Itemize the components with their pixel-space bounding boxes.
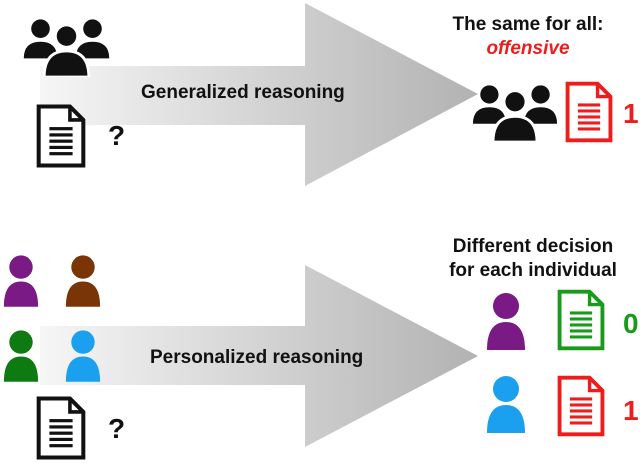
question-mark: ? (108, 413, 126, 444)
heading-line: for each individual (449, 260, 617, 281)
generalized-reasoning-arrow (40, 3, 478, 186)
output-label-purple: 0 (623, 308, 639, 339)
document-icon (39, 399, 84, 458)
personalized-reasoning-label: Personalized reasoning (150, 347, 364, 368)
person-green-icon (3, 330, 39, 382)
heading-line: The same for all: (452, 14, 604, 35)
person-blue-output-icon (487, 376, 525, 433)
offensive-document-icon (565, 81, 613, 143)
person-brown-icon (65, 255, 101, 307)
offensive-document-icon (557, 375, 605, 437)
heading-line: Different decision (452, 236, 614, 257)
offensive-label: offensive (486, 38, 570, 59)
personalized-reasoning-arrow (40, 265, 478, 447)
output-label-top: 1 (623, 98, 639, 129)
person-purple-output-icon (487, 293, 525, 350)
people-group-output-icon (471, 83, 559, 142)
different-decision-heading: Different decision for each individual (426, 236, 640, 282)
generalized-reasoning-label: Generalized reasoning (141, 82, 345, 103)
question-mark: ? (108, 120, 126, 151)
same-for-all-heading: The same for all: offensive (418, 14, 638, 60)
non-offensive-document-icon (557, 289, 605, 351)
document-icon (39, 107, 84, 166)
person-purple-icon (3, 255, 39, 307)
output-label-blue: 1 (623, 395, 639, 426)
